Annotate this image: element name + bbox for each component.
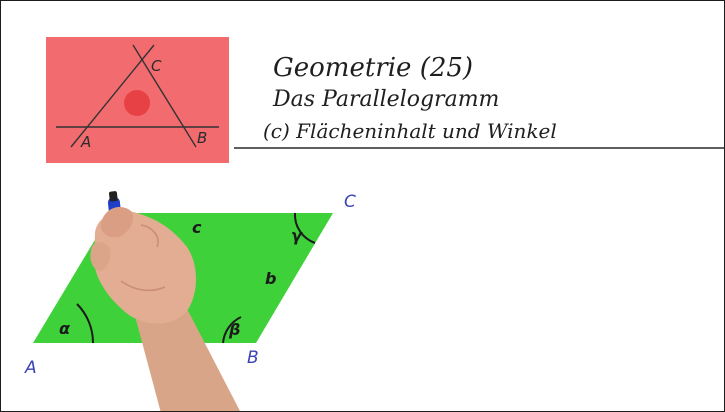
finger — [90, 242, 111, 271]
thumbnail-line-left — [70, 44, 155, 148]
header: Geometrie (25) Das Parallelogramm (c) Fl… — [234, 53, 724, 149]
thumbnail-card: A B C — [46, 37, 229, 163]
thumb — [100, 207, 134, 238]
palm-crease — [120, 280, 166, 292]
thumbnail-label-a: A — [80, 133, 91, 151]
angle-label-alpha: α — [59, 319, 71, 338]
angle-arc-gamma — [293, 212, 316, 244]
thumbnail-dot — [124, 90, 150, 116]
palm — [94, 211, 196, 324]
thumbnail-line-right — [132, 44, 197, 148]
angle-arc-beta — [222, 316, 242, 344]
angle-label-beta: β — [228, 320, 240, 339]
angle-label-gamma: γ — [291, 226, 303, 245]
header-line3: (c) Flächeninhalt und Winkel — [263, 119, 557, 143]
header-line2: Das Parallelogramm — [272, 87, 499, 112]
forearm — [131, 301, 240, 411]
thumbnail-label-b: B — [197, 129, 207, 147]
vertex-label-a: A — [24, 358, 37, 378]
hand-with-marker — [90, 191, 240, 411]
vertex-label-b: B — [247, 348, 259, 368]
vertex-label-c: C — [344, 192, 356, 212]
side-label-b: b — [265, 269, 276, 288]
header-line1: Geometrie (25) — [273, 53, 473, 83]
knuckle-crease — [140, 224, 159, 248]
angle-arc-alpha — [76, 303, 95, 344]
thumbnail-label-c: C — [151, 57, 162, 75]
side-label-c: c — [192, 218, 202, 237]
marker-tip — [108, 191, 118, 202]
